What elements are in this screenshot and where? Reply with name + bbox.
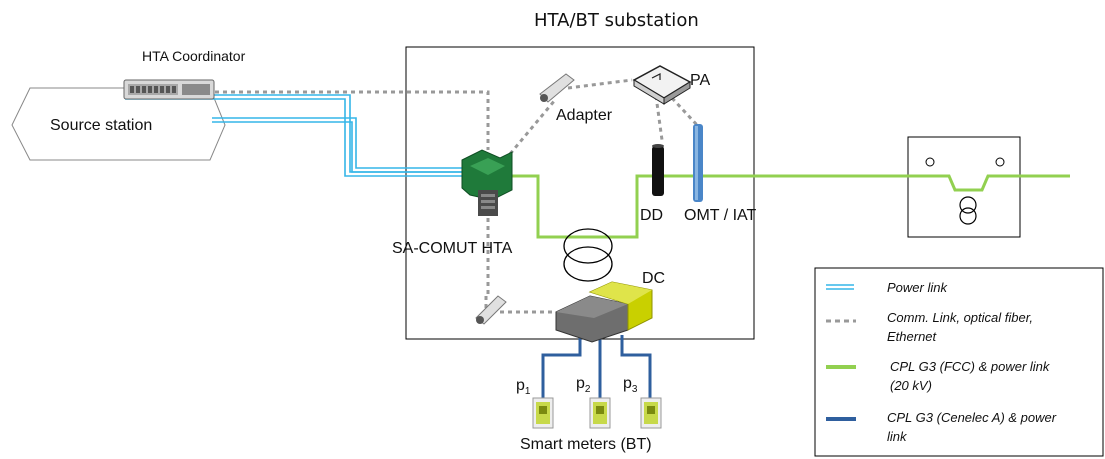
legend-comm-line1: Comm. Link, optical fiber, bbox=[887, 310, 1033, 325]
legend-item-power-link: Power link bbox=[887, 278, 947, 297]
concentrator-icon bbox=[555, 281, 653, 343]
cpl-cenelec-lines bbox=[541, 335, 652, 398]
router-icon bbox=[632, 65, 692, 105]
legend-box bbox=[814, 267, 1104, 457]
remote-substation bbox=[906, 136, 1070, 238]
dc-label: DC bbox=[642, 270, 666, 287]
pa-label: PA bbox=[690, 72, 711, 89]
sa-comut-label: SA-COMUT HTA bbox=[392, 240, 513, 257]
sfp-adapter-icon bbox=[539, 73, 575, 103]
legend-comm-line2: Ethernet bbox=[887, 329, 937, 344]
legend-item-cpl-fcc: CPL G3 (FCC) & power link (20 kV) bbox=[890, 357, 1049, 395]
dd-label: DD bbox=[640, 207, 664, 224]
p2-text: p bbox=[576, 375, 585, 392]
switch-icon bbox=[461, 149, 513, 216]
diagram-title: HTA/BT substation bbox=[534, 10, 699, 31]
source-station-label: Source station bbox=[50, 117, 153, 134]
sfp-adapter-icon-2 bbox=[475, 295, 507, 325]
p2-label: p2 bbox=[576, 375, 590, 395]
legend-fcc-line2: (20 kV) bbox=[890, 378, 932, 393]
p1-label: p1 bbox=[516, 377, 530, 397]
server-icon bbox=[123, 79, 215, 100]
power-link-line-2 bbox=[212, 117, 470, 173]
p3-text: p bbox=[623, 375, 632, 392]
legend-cenelec-line1: CPL G3 (Cenelec A) & power bbox=[887, 410, 1057, 425]
omt-device-icon bbox=[693, 124, 703, 202]
smart-meters-label: Smart meters (BT) bbox=[520, 436, 652, 453]
omt-label: OMT / IAT bbox=[684, 207, 757, 224]
legend-fcc-line1: CPL G3 (FCC) & power link bbox=[890, 359, 1050, 374]
legend-power-link-text: Power link bbox=[887, 280, 947, 295]
smart-meter-icon-3 bbox=[640, 397, 662, 429]
hta-coordinator-label: HTA Coordinator bbox=[142, 48, 246, 64]
comm-link-lines bbox=[215, 78, 699, 314]
smart-meter-icon-2 bbox=[589, 397, 611, 429]
p1-text: p bbox=[516, 377, 525, 394]
legend-item-comm-link: Comm. Link, optical fiber, Ethernet bbox=[887, 308, 1033, 346]
dd-device-icon bbox=[652, 144, 664, 196]
p3-label: p3 bbox=[623, 375, 637, 395]
transformer-icon bbox=[563, 228, 613, 282]
p3-sub: 3 bbox=[631, 384, 638, 396]
legend-cenelec-line2: link bbox=[887, 429, 907, 444]
adapter-label: Adapter bbox=[556, 107, 613, 124]
legend-item-cpl-cenelec: CPL G3 (Cenelec A) & power link bbox=[887, 408, 1056, 446]
p1-sub: 1 bbox=[524, 386, 531, 398]
p2-sub: 2 bbox=[584, 384, 591, 396]
smart-meter-icon bbox=[532, 397, 554, 429]
